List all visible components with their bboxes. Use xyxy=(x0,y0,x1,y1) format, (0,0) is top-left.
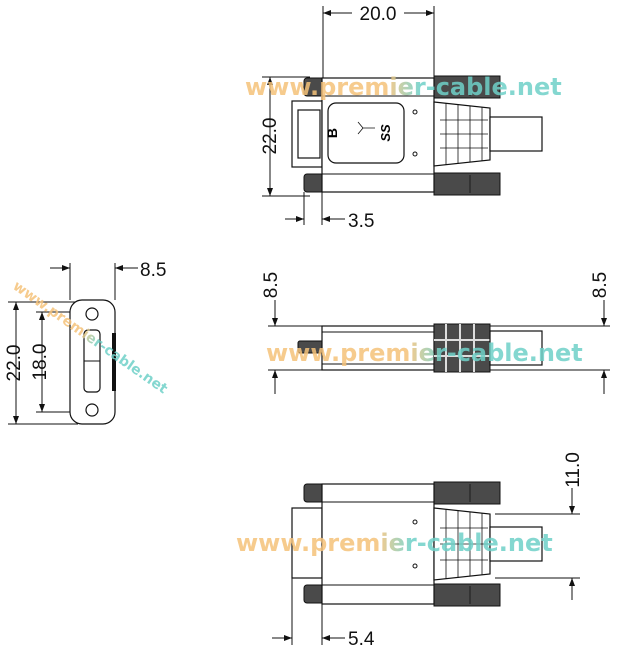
dim-top-width: 20.0 xyxy=(360,4,397,25)
dim-bottom-height: 11.0 xyxy=(563,452,584,488)
watermark-side: www.premier-cable.net xyxy=(266,339,583,367)
end-view: 8.5 22.0 18.0 www.premier-cable.net xyxy=(4,260,170,425)
dim-end-depth: 8.5 xyxy=(140,260,166,281)
bottom-view: 11.0 5.4 www.premier-cable.ne xyxy=(236,452,584,650)
watermark-bottom: www.premier-cable.net xyxy=(236,529,553,557)
ss-logo-label: SS xyxy=(378,124,393,142)
dim-end-outer: 22.0 xyxy=(4,345,25,382)
dim-end-inner: 18.0 xyxy=(30,344,51,381)
dim-top-height: 22.0 xyxy=(260,118,281,155)
letter-label: B xyxy=(324,128,340,138)
dim-side-right: 8.5 xyxy=(590,272,611,298)
usb-icon xyxy=(357,121,375,135)
dim-bottom-offset: 5.4 xyxy=(348,629,375,650)
dim-top-offset: 3.5 xyxy=(348,211,374,232)
side-view: 8.5 8.5 www.premier-cable.net xyxy=(261,272,611,394)
top-view: 20.0 22.0 B SS xyxy=(245,3,562,232)
watermark-top: www.premier-cable.net xyxy=(245,73,562,101)
dim-side-left: 8.5 xyxy=(261,272,282,298)
